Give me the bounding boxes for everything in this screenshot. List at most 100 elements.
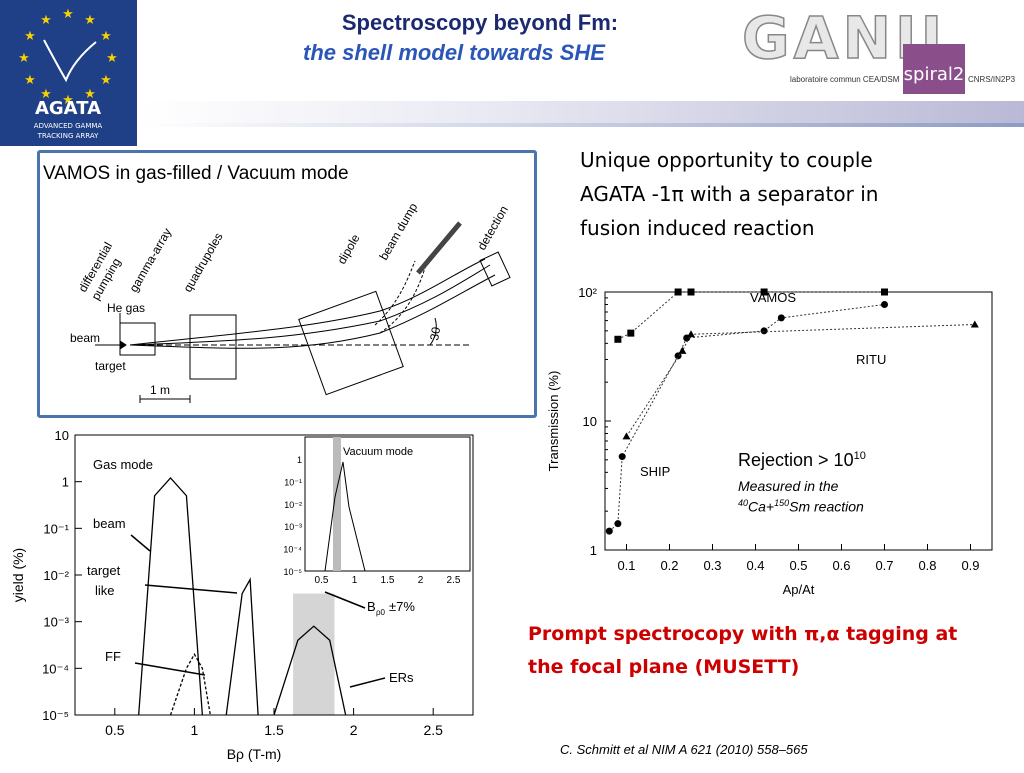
- annotation-arrow: [130, 534, 151, 552]
- label-gamma-array: gamma-array: [126, 226, 174, 295]
- annotation-beam: beam: [93, 516, 126, 531]
- annotation-ff: FF: [105, 649, 121, 664]
- svg-text:★: ★: [100, 73, 112, 88]
- point-vamos: [687, 288, 695, 296]
- unique-line-3: fusion induced reaction: [580, 216, 815, 240]
- inset-y-tick-label: 1: [297, 455, 302, 465]
- prompt-line-1: Prompt spectrocopy with π,α tagging at: [528, 623, 958, 645]
- svg-text:★: ★: [40, 13, 52, 28]
- x-tick-label: 0.8: [918, 558, 936, 573]
- unique-line-1: Unique opportunity to couple: [580, 148, 873, 172]
- rejection-label: Rejection > 10: [738, 450, 854, 470]
- series-beam: [138, 476, 204, 716]
- inset-y-tick-label: 10⁻⁴: [283, 545, 302, 555]
- point-vamos: [881, 288, 888, 296]
- header-band: [140, 101, 1024, 123]
- measured-sm-mass: 150: [774, 498, 790, 508]
- point-vamos: [627, 329, 635, 337]
- annotation-arrow: [324, 591, 366, 609]
- label-he-gas: He gas: [107, 301, 145, 315]
- rejection-exponent: 10: [853, 450, 866, 462]
- y-tick-label: 10: [55, 428, 69, 443]
- label-target: target: [95, 359, 126, 373]
- gamma-array-box: [119, 322, 156, 356]
- annotation-b: B: [367, 599, 376, 614]
- x-tick-label: 0.5: [789, 558, 807, 573]
- y-tick-label: 10⁻⁵: [42, 708, 69, 723]
- slide-title-line2: the shell model towards SHE: [303, 40, 605, 65]
- svg-text:★: ★: [84, 87, 96, 102]
- label-detection: detection: [474, 203, 510, 252]
- svg-text:★: ★: [18, 51, 30, 66]
- unique-line-2: AGATA -1π with a separator in: [580, 182, 879, 206]
- prompt-line-2: the focal plane (MUSETT): [528, 656, 800, 678]
- dipole-box: [298, 290, 404, 396]
- annotation-gas-mode: Gas mode: [93, 457, 153, 472]
- inset-x-tick-label: 1.5: [381, 575, 395, 586]
- annotation-ers: ERs: [389, 670, 414, 685]
- point-ritu: [614, 520, 622, 528]
- series-label-vamos: VAMOS: [750, 290, 796, 305]
- point-vamos: [614, 335, 622, 343]
- inset-y-tick-label: 10⁻³: [284, 522, 302, 532]
- y-tick-label: 10⁻²: [43, 568, 69, 583]
- agata-sub2: TRACKING ARRAY: [37, 132, 99, 140]
- annotation-pm7: ±7%: [389, 599, 415, 614]
- annotation-target: target: [87, 563, 121, 578]
- x-tick-label: 2.5: [423, 722, 443, 738]
- citation: C. Schmitt et al NIM A 621 (2010) 558–56…: [560, 742, 808, 757]
- slide-title-line1: Spectroscopy beyond Fm:: [341, 10, 619, 35]
- series-label-ship: SHIP: [640, 464, 670, 479]
- y-tick-label: 1: [62, 475, 69, 490]
- y-tick-label: 10⁻⁴: [42, 661, 69, 676]
- spiral2-badge: [903, 44, 965, 94]
- inset-x-tick-label: 1: [352, 575, 358, 586]
- vamos-diagram: differential pumping gamma-array quadrup…: [70, 200, 511, 403]
- svg-text:★: ★: [24, 29, 36, 44]
- label-quadrupoles: quadrupoles: [180, 230, 225, 294]
- y-tick-label: 10: [583, 414, 597, 429]
- detector-box: [479, 251, 511, 287]
- ganil-sub-right: CNRS/IN2P3: [968, 75, 1016, 84]
- svg-text:★: ★: [40, 87, 52, 102]
- x-tick-label: 1.5: [264, 722, 284, 738]
- series-line-ritu: [608, 304, 885, 532]
- x-tick-label: 0.7: [875, 558, 893, 573]
- svg-text:★: ★: [100, 29, 112, 44]
- vamos-title: VAMOS in gas-filled / Vacuum mode: [43, 163, 349, 184]
- x-tick-label: 0.2: [660, 558, 678, 573]
- svg-text:★: ★: [62, 7, 74, 22]
- point-ship: [622, 432, 631, 440]
- point-ritu: [618, 453, 626, 461]
- point-ritu: [881, 301, 888, 309]
- measured-line1: Measured in the: [738, 478, 839, 494]
- x-tick-label: 0.3: [703, 558, 721, 573]
- point-vamos: [760, 288, 768, 296]
- x-tick-label: 0.1: [617, 558, 635, 573]
- point-ship: [970, 320, 979, 328]
- point-ritu: [674, 352, 682, 360]
- series-ERs: [273, 625, 347, 716]
- point-vamos: [674, 288, 682, 296]
- inset-x-tick-label: 2.5: [447, 575, 461, 586]
- agata-name: AGATA: [35, 98, 101, 119]
- inset-y-tick-label: 10⁻¹: [284, 477, 302, 487]
- y-tick-label: 10⁻³: [43, 615, 69, 630]
- ganil-logo: GANIL spiral2 laboratoire commun CEA/DSM…: [740, 0, 1020, 100]
- inset-frame: [304, 436, 471, 572]
- svg-text:★: ★: [24, 73, 36, 88]
- inset-y-tick-label: 10⁻⁵: [284, 567, 303, 577]
- series-label-ritu: RITU: [856, 352, 886, 367]
- x-tick-label: 0.4: [746, 558, 764, 573]
- annotation-like: like: [95, 583, 115, 598]
- y-axis-label: Transmission (%): [546, 371, 561, 472]
- annotation-arrow: [144, 584, 238, 594]
- x-tick-label: 2: [350, 722, 358, 738]
- annotation-arrow: [134, 662, 206, 676]
- measured-sm: Sm reaction: [789, 498, 864, 515]
- label-dipole: dipole: [334, 231, 362, 266]
- svg-text:★: ★: [106, 51, 118, 66]
